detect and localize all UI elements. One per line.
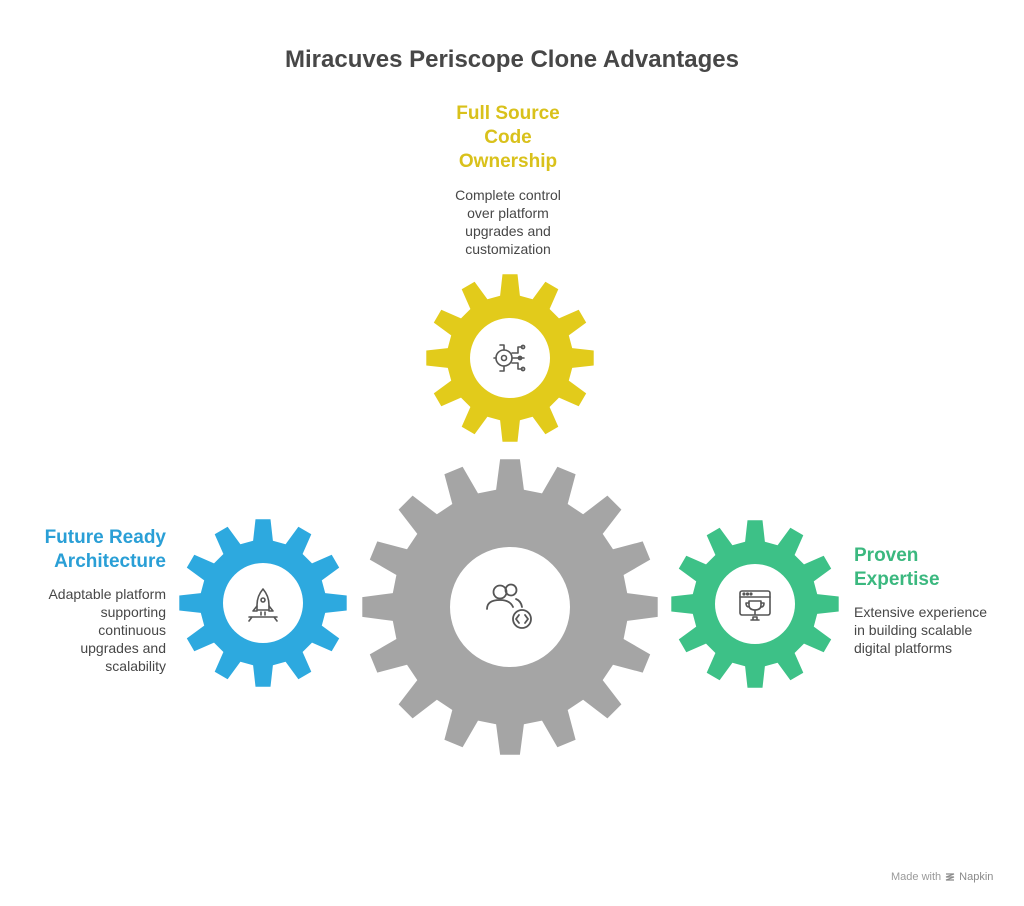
napkin-logo-icon <box>945 873 955 881</box>
source-description-line: upgrades and <box>465 223 551 239</box>
architecture-description-line: Adaptable platform <box>48 586 166 602</box>
page-title: Miracuves Periscope Clone Advantages <box>285 46 739 73</box>
trophy-window-icon <box>739 590 771 621</box>
center-gear <box>362 459 658 755</box>
made-with-napkin: Made with Napkin <box>891 871 993 883</box>
architecture-gear <box>179 519 347 687</box>
expertise-heading-line: Proven <box>854 545 919 566</box>
architecture-description-line: supporting <box>100 604 166 620</box>
expertise-description-line: Extensive experience <box>854 604 988 620</box>
key-circuit-icon <box>493 344 526 372</box>
architecture-description-line: continuous <box>98 622 166 638</box>
developers-code-icon <box>486 583 532 629</box>
source-heading-line: Code <box>484 127 532 148</box>
architecture-heading-line: Future Ready <box>44 527 166 548</box>
rocket-launch-icon <box>248 588 278 622</box>
footer-prefix: Made with <box>891 871 942 883</box>
architecture-description-line: scalability <box>105 658 166 674</box>
expertise-description-line: in building scalable <box>854 622 973 638</box>
footer-brand: Napkin <box>959 871 994 883</box>
source-description-line: customization <box>465 241 551 257</box>
expertise-heading-line: Expertise <box>854 569 940 590</box>
architecture-heading-line: Architecture <box>54 551 166 572</box>
architecture-description-line: upgrades and <box>80 640 166 656</box>
source-heading-line: Full Source <box>456 103 560 124</box>
source-description-line: Complete control <box>455 187 561 203</box>
source-heading-line: Ownership <box>458 151 558 172</box>
expertise-gear <box>671 520 839 688</box>
expertise-description-line: digital platforms <box>854 640 953 656</box>
source-description-line: over platform <box>467 205 549 221</box>
source-gear <box>426 274 594 442</box>
